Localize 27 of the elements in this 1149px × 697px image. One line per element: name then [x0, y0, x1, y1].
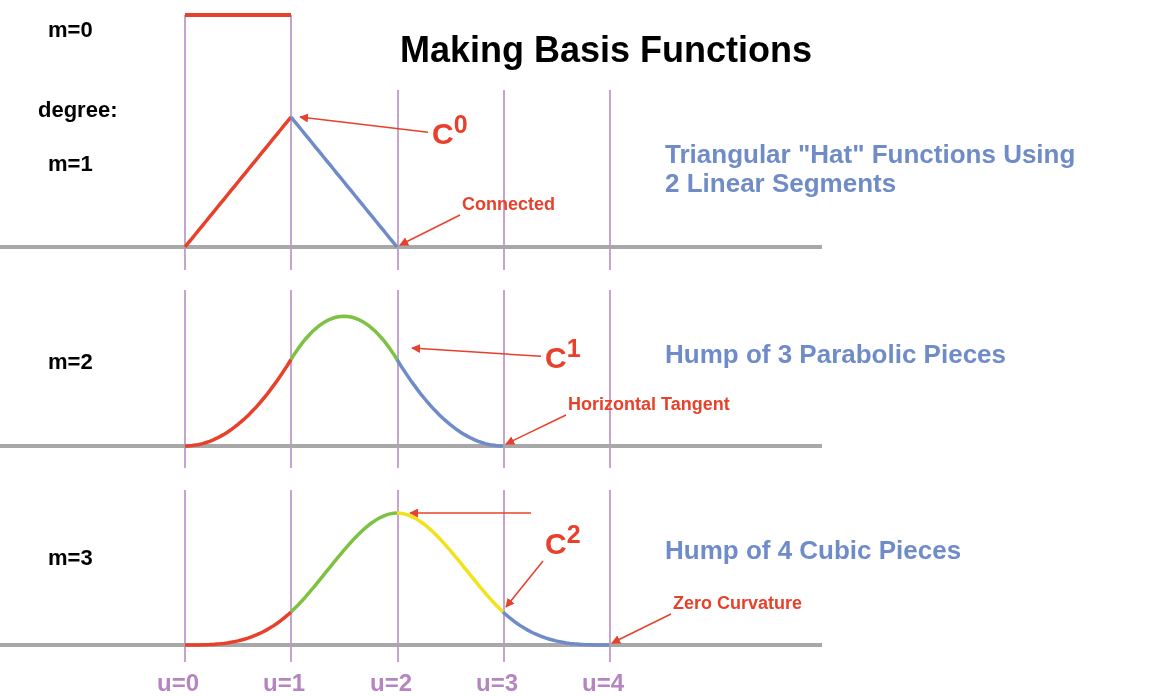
leader-arrow [505, 414, 567, 445]
knot-label: u=4 [582, 670, 625, 697]
leader-arrow [299, 113, 429, 134]
callout-text: Horizontal Tangent [568, 395, 730, 413]
degree-label: m=1 [48, 152, 93, 177]
description-text: Triangular "Hat" Functions Using 2 Linear Segments [665, 140, 1077, 198]
callout-text: Zero Curvature [673, 594, 803, 612]
axis-heading: degree: [38, 98, 118, 123]
callout-text: Connected [462, 195, 555, 213]
continuity-label: C$^{2}$ [545, 522, 581, 559]
degree-label: m=3 [48, 546, 93, 571]
leader-arrow [411, 344, 542, 358]
knot-label: u=2 [370, 670, 413, 697]
description-text: Hump of 3 Parabolic Pieces [665, 340, 1006, 369]
diagram-title: Making Basis Functions [400, 30, 813, 70]
leader-arrow [611, 613, 672, 644]
knot-label: u=0 [157, 670, 200, 697]
leader-arrow [399, 214, 461, 246]
leader-arrow [505, 560, 544, 608]
degree-label: m=0 [48, 18, 93, 43]
description-text: Hump of 4 Cubic Pieces [665, 536, 962, 565]
continuity-label: C$^{0}$ [432, 112, 468, 149]
leader-arrow [409, 508, 532, 518]
degree-label: m=2 [48, 350, 93, 375]
knot-label: u=3 [476, 670, 519, 697]
continuity-label: C$^{1}$ [545, 336, 581, 373]
knot-label: u=1 [263, 670, 306, 697]
